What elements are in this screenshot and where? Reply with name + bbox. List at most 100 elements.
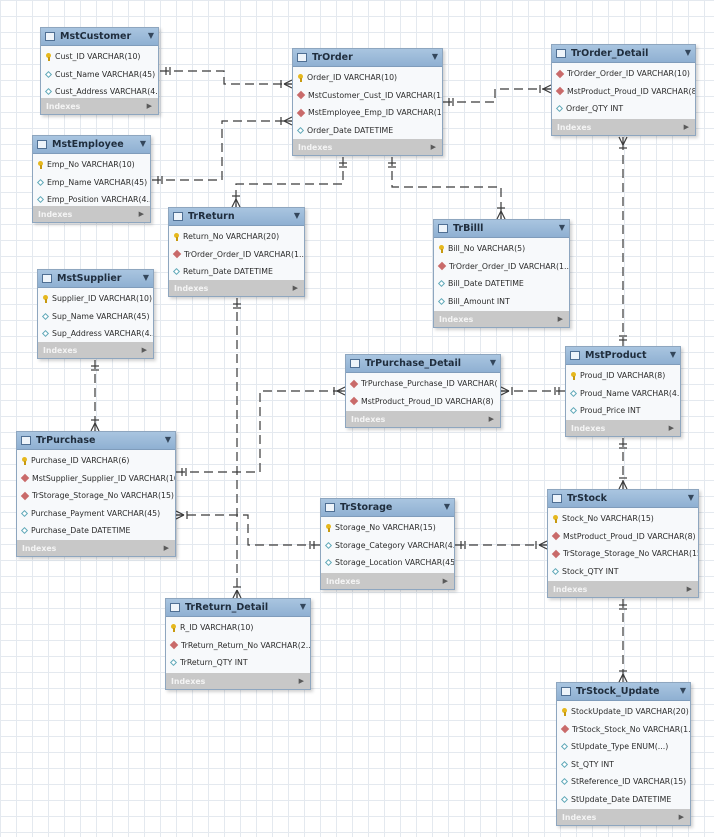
- expand-indexes-icon[interactable]: ▶: [298, 677, 304, 685]
- column-row[interactable]: Sup_Name VARCHAR(45): [38, 308, 153, 326]
- indexes-section[interactable]: Indexes▶: [38, 342, 153, 358]
- column-row[interactable]: Cust_ID VARCHAR(10): [41, 48, 158, 66]
- expand-indexes-icon[interactable]: ▶: [678, 813, 684, 821]
- column-row[interactable]: Emp_No VARCHAR(10): [33, 156, 150, 174]
- indexes-section[interactable]: Indexes▶: [41, 98, 158, 114]
- column-row[interactable]: Emp_Name VARCHAR(45): [33, 174, 150, 192]
- expand-indexes-icon[interactable]: ▶: [292, 284, 298, 292]
- column-row[interactable]: Emp_Position VARCHAR(4...: [33, 191, 150, 209]
- collapse-chevron-icon[interactable]: ▼: [142, 273, 149, 282]
- column-row[interactable]: Supplier_ID VARCHAR(10): [38, 290, 153, 308]
- indexes-section[interactable]: Indexes▶: [548, 581, 698, 597]
- indexes-section[interactable]: Indexes▶: [557, 809, 690, 825]
- entity-header[interactable]: TrPurchase▼: [17, 432, 175, 450]
- expand-indexes-icon[interactable]: ▶: [442, 577, 448, 585]
- entity-header[interactable]: MstSupplier▼: [38, 270, 153, 288]
- entity-header[interactable]: MstProduct▼: [566, 347, 680, 365]
- entity-mstsupplier[interactable]: MstSupplier▼ Supplier_ID VARCHAR(10)Sup_N…: [37, 269, 154, 359]
- column-row[interactable]: Proud_Price INT: [566, 402, 680, 420]
- collapse-chevron-icon[interactable]: ▼: [431, 52, 438, 61]
- entity-trorder-detail[interactable]: TrOrder_Detail▼ TrOrder_Order_ID VARCHAR(…: [551, 44, 696, 136]
- column-row[interactable]: StReference_ID VARCHAR(15): [557, 773, 690, 791]
- expand-indexes-icon[interactable]: ▶: [488, 415, 494, 423]
- column-row[interactable]: TrPurchase_Purchase_ID VARCHAR(: [346, 375, 500, 393]
- column-row[interactable]: MstProduct_Proud_ID VARCHAR(8): [346, 393, 500, 411]
- column-row[interactable]: TrReturn_QTY INT: [166, 654, 310, 672]
- entity-trorder[interactable]: TrOrder▼Order_ID VARCHAR(10)MstCustomer_…: [292, 48, 443, 156]
- entity-trreturn-detail[interactable]: TrReturn_Detail▼R_ID VARCHAR(10)TrReturn…: [165, 598, 311, 690]
- column-row[interactable]: Purchase_ID VARCHAR(6): [17, 452, 175, 470]
- entity-mstemployee[interactable]: MstEmployee▼ Emp_No VARCHAR(10)Emp_Name V…: [32, 135, 151, 223]
- collapse-chevron-icon[interactable]: ▼: [139, 139, 146, 148]
- indexes-section[interactable]: Indexes▶: [293, 139, 442, 155]
- expand-indexes-icon[interactable]: ▶: [557, 315, 563, 323]
- column-row[interactable]: TrReturn_Return_No VARCHAR(2...: [166, 637, 310, 655]
- column-row[interactable]: Purchase_Date DATETIME: [17, 522, 175, 540]
- column-row[interactable]: Order_QTY INT: [552, 100, 695, 118]
- collapse-chevron-icon[interactable]: ▼: [687, 493, 694, 502]
- entity-trpurchase-detail[interactable]: TrPurchase_Detail▼ TrPurchase_Purchase_ID…: [345, 354, 501, 428]
- indexes-section[interactable]: Indexes▶: [33, 206, 150, 222]
- indexes-section[interactable]: Indexes▶: [321, 573, 454, 589]
- column-row[interactable]: TrOrder_Order_ID VARCHAR(1...: [169, 246, 304, 264]
- indexes-section[interactable]: Indexes▶: [566, 420, 680, 436]
- collapse-chevron-icon[interactable]: ▼: [164, 435, 171, 444]
- entity-trstock[interactable]: TrStock▼ Stock_No VARCHAR(15)MstProduct_P…: [547, 489, 699, 598]
- expand-indexes-icon[interactable]: ▶: [138, 210, 144, 218]
- column-row[interactable]: Storage_Category VARCHAR(4...: [321, 537, 454, 555]
- entity-trbilll[interactable]: TrBilll▼ Bill_No VARCHAR(5)TrOrder_Order_…: [433, 219, 570, 328]
- expand-indexes-icon[interactable]: ▶: [668, 424, 674, 432]
- column-row[interactable]: TrOrder_Order_ID VARCHAR(10): [552, 65, 695, 83]
- expand-indexes-icon[interactable]: ▶: [430, 143, 436, 151]
- entity-header[interactable]: MstCustomer▼: [41, 28, 158, 46]
- entity-header[interactable]: TrStock_Update▼: [557, 683, 690, 701]
- column-row[interactable]: MstProduct_Proud_ID VARCHAR(8): [548, 528, 698, 546]
- entity-header[interactable]: TrPurchase_Detail▼: [346, 355, 500, 373]
- column-row[interactable]: StUpdate_Date DATETIME: [557, 791, 690, 809]
- collapse-chevron-icon[interactable]: ▼: [679, 686, 686, 695]
- entity-trstock-update[interactable]: TrStock_Update▼ StockUpdate_ID VARCHAR(20…: [556, 682, 691, 826]
- indexes-section[interactable]: Indexes▶: [169, 280, 304, 296]
- column-row[interactable]: MstCustomer_Cust_ID VARCHAR(1...: [293, 87, 442, 105]
- column-row[interactable]: Storage_No VARCHAR(15): [321, 519, 454, 537]
- column-row[interactable]: Storage_Location VARCHAR(45): [321, 554, 454, 572]
- collapse-chevron-icon[interactable]: ▼: [443, 502, 450, 511]
- collapse-chevron-icon[interactable]: ▼: [684, 48, 691, 57]
- indexes-section[interactable]: Indexes▶: [346, 411, 500, 427]
- column-row[interactable]: TrOrder_Order_ID VARCHAR(1...: [434, 258, 569, 276]
- collapse-chevron-icon[interactable]: ▼: [299, 602, 306, 611]
- column-row[interactable]: Stock_QTY INT: [548, 563, 698, 581]
- collapse-chevron-icon[interactable]: ▼: [558, 223, 565, 232]
- collapse-chevron-icon[interactable]: ▼: [147, 31, 154, 40]
- expand-indexes-icon[interactable]: ▶: [141, 346, 147, 354]
- column-row[interactable]: MstEmployee_Emp_ID VARCHAR(1...: [293, 104, 442, 122]
- column-row[interactable]: St_QTY INT: [557, 756, 690, 774]
- column-row[interactable]: Bill_No VARCHAR(5): [434, 240, 569, 258]
- column-row[interactable]: StockUpdate_ID VARCHAR(20): [557, 703, 690, 721]
- indexes-section[interactable]: Indexes▶: [166, 673, 310, 689]
- column-row[interactable]: Return_Date DATETIME: [169, 263, 304, 281]
- column-row[interactable]: Bill_Date DATETIME: [434, 275, 569, 293]
- entity-header[interactable]: TrReturn▼: [169, 208, 304, 226]
- entity-trpurchase[interactable]: TrPurchase▼Purchase_ID VARCHAR(6)MstSupp…: [16, 431, 176, 557]
- entity-mstproduct[interactable]: MstProduct▼Proud_ID VARCHAR(8)Proud_Name…: [565, 346, 681, 437]
- entity-trreturn[interactable]: TrReturn▼Return_No VARCHAR(20)TrOrder_Or…: [168, 207, 305, 297]
- indexes-section[interactable]: Indexes▶: [552, 119, 695, 135]
- expand-indexes-icon[interactable]: ▶: [683, 123, 689, 131]
- column-row[interactable]: TrStock_Stock_No VARCHAR(1...: [557, 721, 690, 739]
- entity-header[interactable]: TrReturn_Detail▼: [166, 599, 310, 617]
- entity-header[interactable]: TrStock▼: [548, 490, 698, 508]
- column-row[interactable]: TrStorage_Storage_No VARCHAR(15): [17, 487, 175, 505]
- column-row[interactable]: MstProduct_Proud_ID VARCHAR(8): [552, 83, 695, 101]
- column-row[interactable]: Stock_No VARCHAR(15): [548, 510, 698, 528]
- indexes-section[interactable]: Indexes▶: [17, 540, 175, 556]
- column-row[interactable]: Sup_Address VARCHAR(4...: [38, 325, 153, 343]
- expand-indexes-icon[interactable]: ▶: [163, 544, 169, 552]
- entity-header[interactable]: TrStorage▼: [321, 499, 454, 517]
- column-row[interactable]: Proud_ID VARCHAR(8): [566, 367, 680, 385]
- expand-indexes-icon[interactable]: ▶: [146, 102, 152, 110]
- entity-header[interactable]: TrOrder_Detail▼: [552, 45, 695, 63]
- entity-header[interactable]: TrOrder▼: [293, 49, 442, 67]
- entity-header[interactable]: TrBilll▼: [434, 220, 569, 238]
- entity-header[interactable]: MstEmployee▼: [33, 136, 150, 154]
